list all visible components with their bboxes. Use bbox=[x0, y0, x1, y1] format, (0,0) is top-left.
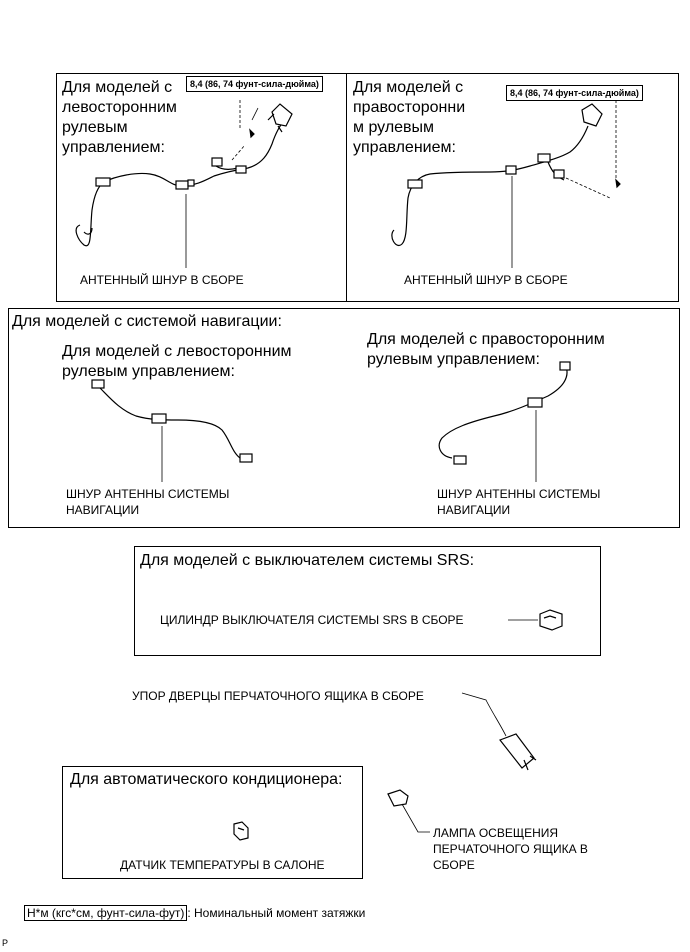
srs-switch-panel bbox=[134, 546, 601, 656]
glovebox-lamp-drawing bbox=[387, 789, 430, 833]
nav-lhd-cord-label: ШНУР АНТЕННЫ СИСТЕМЫ НАВИГАЦИИ bbox=[66, 487, 230, 517]
nav-lhd-header: Для моделей с левосторонним рулевым упра… bbox=[62, 343, 292, 380]
lhd-antenna-cord-label: АНТЕННЫЙ ШНУР В СБОРЕ bbox=[80, 273, 244, 287]
rhd-antenna-cord-label: АНТЕННЫЙ ШНУР В СБОРЕ bbox=[404, 273, 568, 287]
lhd-header: Для моделей с левосторонним рулевым упра… bbox=[62, 79, 177, 156]
torque-legend-text: : Номинальный момент затяжки bbox=[187, 906, 366, 920]
navigation-panel bbox=[8, 308, 680, 528]
glovebox-stopper-label: УПОР ДВЕРЦЫ ПЕРЧАТОЧНОГО ЯЩИКА В СБОРЕ bbox=[132, 689, 424, 703]
rhd-antenna-panel bbox=[346, 73, 679, 302]
rhd-torque-spec: 8,4 (86, 74 фунт-сила-дюйма) bbox=[506, 85, 643, 101]
auto-ac-panel bbox=[62, 766, 363, 879]
nav-rhd-cord-label: ШНУР АНТЕННЫ СИСТЕМЫ НАВИГАЦИИ bbox=[437, 487, 601, 517]
auto-ac-header: Для автоматического кондиционера: bbox=[70, 771, 343, 788]
room-temp-sensor-label: ДАТЧИК ТЕМПЕРАТУРЫ В САЛОНЕ bbox=[120, 858, 325, 872]
srs-header: Для моделей с выключателем системы SRS: bbox=[140, 552, 475, 569]
nav-rhd-header: Для моделей с правосторонним рулевым упр… bbox=[367, 331, 605, 368]
lhd-torque-spec: 8,4 (86, 74 фунт-сила-дюйма) bbox=[186, 76, 323, 92]
glovebox-stopper-drawing bbox=[461, 692, 537, 771]
nav-header: Для моделей с системой навигации: bbox=[12, 313, 282, 330]
corner-mark: P bbox=[2, 938, 9, 948]
srs-cylinder-label: ЦИЛИНДР ВЫКЛЮЧАТЕЛЯ СИСТЕМЫ SRS В СБОРЕ bbox=[160, 613, 464, 627]
torque-legend: Н*м (кгс*см, фунт-сила-фут): Номинальный… bbox=[24, 905, 365, 921]
rhd-header: Для моделей с правосторонни м рулевым уп… bbox=[353, 79, 466, 156]
torque-unit-box: Н*м (кгс*см, фунт-сила-фут) bbox=[24, 905, 188, 921]
glovebox-lamp-label: ЛАМПА ОСВЕЩЕНИЯ ПЕРЧАТОЧНОГО ЯЩИКА В СБО… bbox=[433, 826, 588, 872]
